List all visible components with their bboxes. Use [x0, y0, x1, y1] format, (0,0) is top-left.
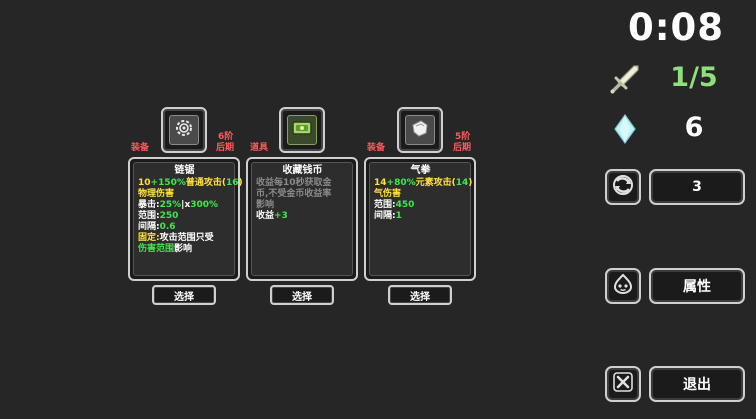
- select-button-chainsaw[interactable]: 选择: [152, 285, 216, 305]
- select-button-fist[interactable]: 选择: [388, 285, 452, 305]
- stat-segment: 收益: [256, 211, 275, 221]
- attributes-button[interactable]: 属性: [649, 268, 745, 304]
- refresh-icon: [611, 173, 635, 201]
- stat-line: 间隔:1: [374, 211, 467, 222]
- stat-segment: +80%: [386, 178, 416, 188]
- select-button-coin[interactable]: 选择: [270, 285, 334, 305]
- stat-segment: 间隔:: [374, 211, 396, 221]
- card-description: 收益每10秒获取金币,不受金币收益率影响收益+3: [256, 178, 349, 222]
- stat-segment: ): [238, 178, 243, 188]
- item-stage-tag: 后期: [216, 143, 235, 153]
- saw-blade-icon: [172, 116, 196, 144]
- exit-button[interactable]: 退出: [649, 366, 745, 402]
- stat-line: 影响: [256, 200, 349, 211]
- stat-segment: 间隔:: [138, 222, 160, 232]
- stat-segment: 25%: [159, 200, 182, 210]
- stat-segment: 伤害范围: [138, 244, 175, 254]
- stat-line: 范围:450: [374, 200, 467, 211]
- stat-segment: +150%: [150, 178, 186, 188]
- stat-segment: 450: [395, 200, 415, 210]
- stat-line: 伤害范围影响: [138, 244, 231, 255]
- stat-segment: 10: [138, 178, 151, 188]
- item-stage-tag: 后期: [453, 143, 472, 153]
- stat-segment: ): [468, 178, 473, 188]
- slime-face-icon: [611, 272, 635, 300]
- close-icon: [612, 371, 634, 397]
- stat-line: 气伤害: [374, 189, 467, 200]
- item-type-tag: 装备: [131, 143, 150, 153]
- stat-line: 物理伤害: [138, 189, 231, 200]
- sword-icon: [608, 62, 642, 96]
- stat-segment: +3: [274, 211, 288, 221]
- stat-segment: 0.6: [159, 222, 176, 232]
- upgrade-card-chainsaw[interactable]: 链锯 10+150%普通攻击(16)物理伤害暴击:25%|x300%范围:250…: [128, 157, 243, 281]
- stat-segment: 范围:: [374, 200, 396, 210]
- item-type-tag: 装备: [367, 143, 386, 153]
- refresh-button[interactable]: [605, 169, 641, 205]
- stat-line: 收益+3: [256, 211, 349, 222]
- card-title: 链锯: [174, 165, 195, 176]
- stat-segment: 攻击范围只受: [159, 233, 214, 243]
- stat-segment: 币,不受金币收益率: [256, 189, 332, 199]
- stat-line: 间隔:0.6: [138, 222, 231, 233]
- stat-segment: 影响: [174, 244, 193, 254]
- card-title: 收藏钱币: [282, 165, 323, 176]
- card-title: 气拳: [410, 165, 431, 176]
- upgrade-card-coin[interactable]: 收藏钱币 收益每10秒获取金币,不受金币收益率影响收益+3: [246, 157, 358, 281]
- stat-segment: 14: [374, 178, 387, 188]
- diamond-gem-icon: [608, 112, 642, 146]
- stat-line: 10+150%普通攻击(16): [138, 178, 243, 189]
- stat-line: 收益每10秒获取金: [256, 178, 349, 189]
- stat-line: 暴击:25%|x300%: [138, 200, 231, 211]
- stat-segment: 固定:: [138, 233, 160, 243]
- stat-line: 14+80%元素攻击(14): [374, 178, 472, 189]
- stat-segment: 元素攻击(: [415, 178, 456, 188]
- stat-segment: 14: [455, 178, 469, 188]
- exit-icon-button[interactable]: [605, 366, 641, 402]
- stat-segment: 1: [395, 211, 402, 221]
- stat-line: 固定:攻击范围只受: [138, 233, 231, 244]
- item-tier-tag: 5阶: [455, 132, 471, 142]
- fist-icon: [408, 116, 432, 144]
- stat-segment: 16: [226, 178, 239, 188]
- chainsaw-item-icon-box: [161, 107, 207, 153]
- stat-segment: 气伤害: [374, 189, 402, 199]
- timer: 0:08: [628, 6, 725, 49]
- gem-count: 6: [684, 112, 704, 143]
- attributes-icon-button[interactable]: [605, 268, 641, 304]
- item-tier-tag: 6阶: [218, 132, 234, 142]
- stat-line: 币,不受金币收益率: [256, 189, 349, 200]
- stat-segment: 暴击:: [138, 200, 160, 210]
- stat-segment: |x: [181, 200, 191, 210]
- item-type-tag: 道具: [250, 143, 269, 153]
- stat-segment: 300%: [190, 200, 219, 210]
- coin-item-icon-box: [279, 107, 325, 153]
- stat-segment: 普通攻击(: [185, 178, 227, 188]
- stat-segment: 收益每10秒获取金: [256, 178, 332, 188]
- stat-segment: 物理伤害: [138, 189, 175, 199]
- stat-segment: 影响: [256, 200, 275, 210]
- fist-item-icon-box: [397, 107, 443, 153]
- stat-segment: 250: [159, 211, 179, 221]
- coin-bill-icon: [290, 116, 314, 144]
- kill-progress: 1/5: [670, 62, 718, 93]
- refresh-count-button[interactable]: 3: [649, 169, 745, 205]
- stat-segment: 范围:: [138, 211, 160, 221]
- stat-line: 范围:250: [138, 211, 231, 222]
